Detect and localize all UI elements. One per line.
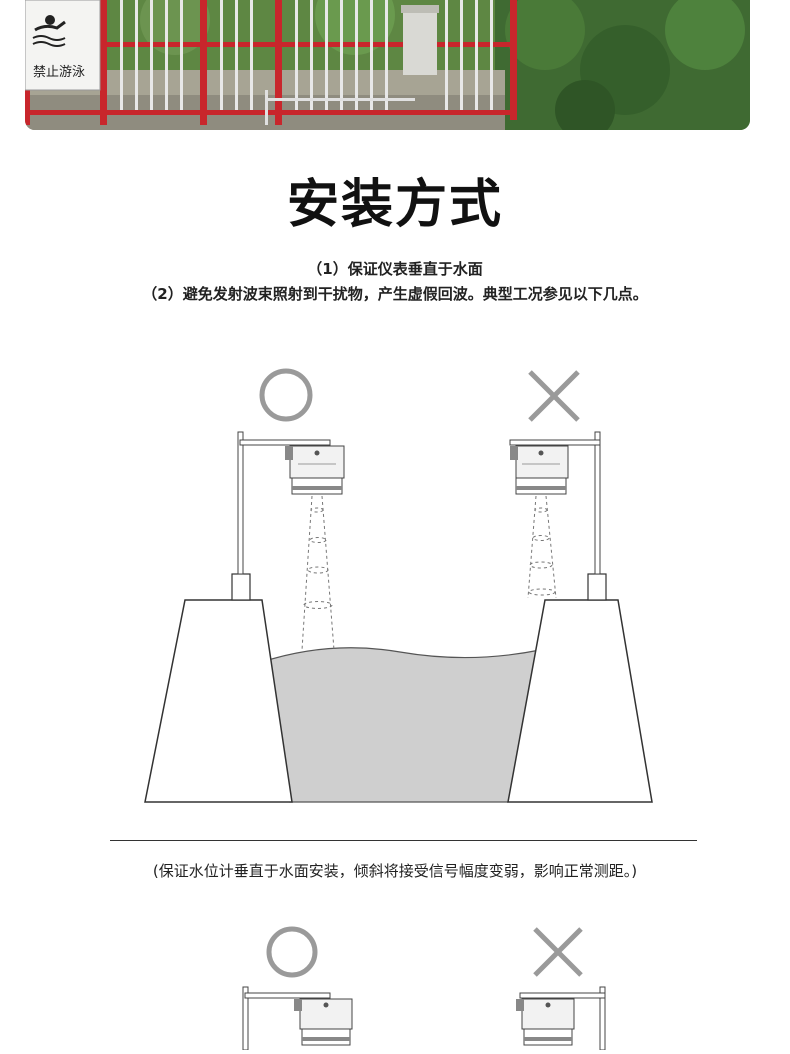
left-beam	[301, 495, 335, 651]
instruction-line-1: （1）保证仪表垂直于水面	[307, 260, 483, 278]
right-radar-meter	[516, 998, 575, 1046]
left-radar-meter	[294, 998, 353, 1046]
circle-correct-icon	[259, 368, 313, 422]
right-mount-pole	[509, 431, 607, 601]
installation-diagram-2	[0, 915, 790, 1051]
caption-note: (保证水位计垂直于水面安装，倾斜将接受信号幅度变弱，影响正常测距。)	[152, 862, 638, 880]
site-photo-illustration: 禁止游泳	[25, 0, 750, 130]
circle-correct-icon	[266, 926, 318, 978]
left-bank	[144, 599, 293, 803]
left-mount-pole	[231, 431, 331, 601]
site-photo: 禁止游泳	[25, 0, 750, 130]
right-beam	[527, 495, 557, 599]
left-radar-meter	[285, 445, 345, 495]
cross-wrong-icon	[533, 927, 583, 977]
divider	[110, 840, 697, 841]
instruction-line-2: （2）避免发射波束照射到干扰物，产生虚假回波。典型工况参见以下几点。	[142, 285, 648, 303]
section-title: 安装方式	[286, 175, 503, 235]
water-surface	[261, 647, 541, 803]
right-radar-meter	[510, 445, 569, 495]
installation-diagram	[0, 360, 790, 810]
right-bank	[507, 599, 653, 803]
cross-wrong-icon	[528, 370, 580, 422]
swimmer-icon	[32, 15, 66, 47]
sign-label: 禁止游泳	[33, 65, 85, 80]
